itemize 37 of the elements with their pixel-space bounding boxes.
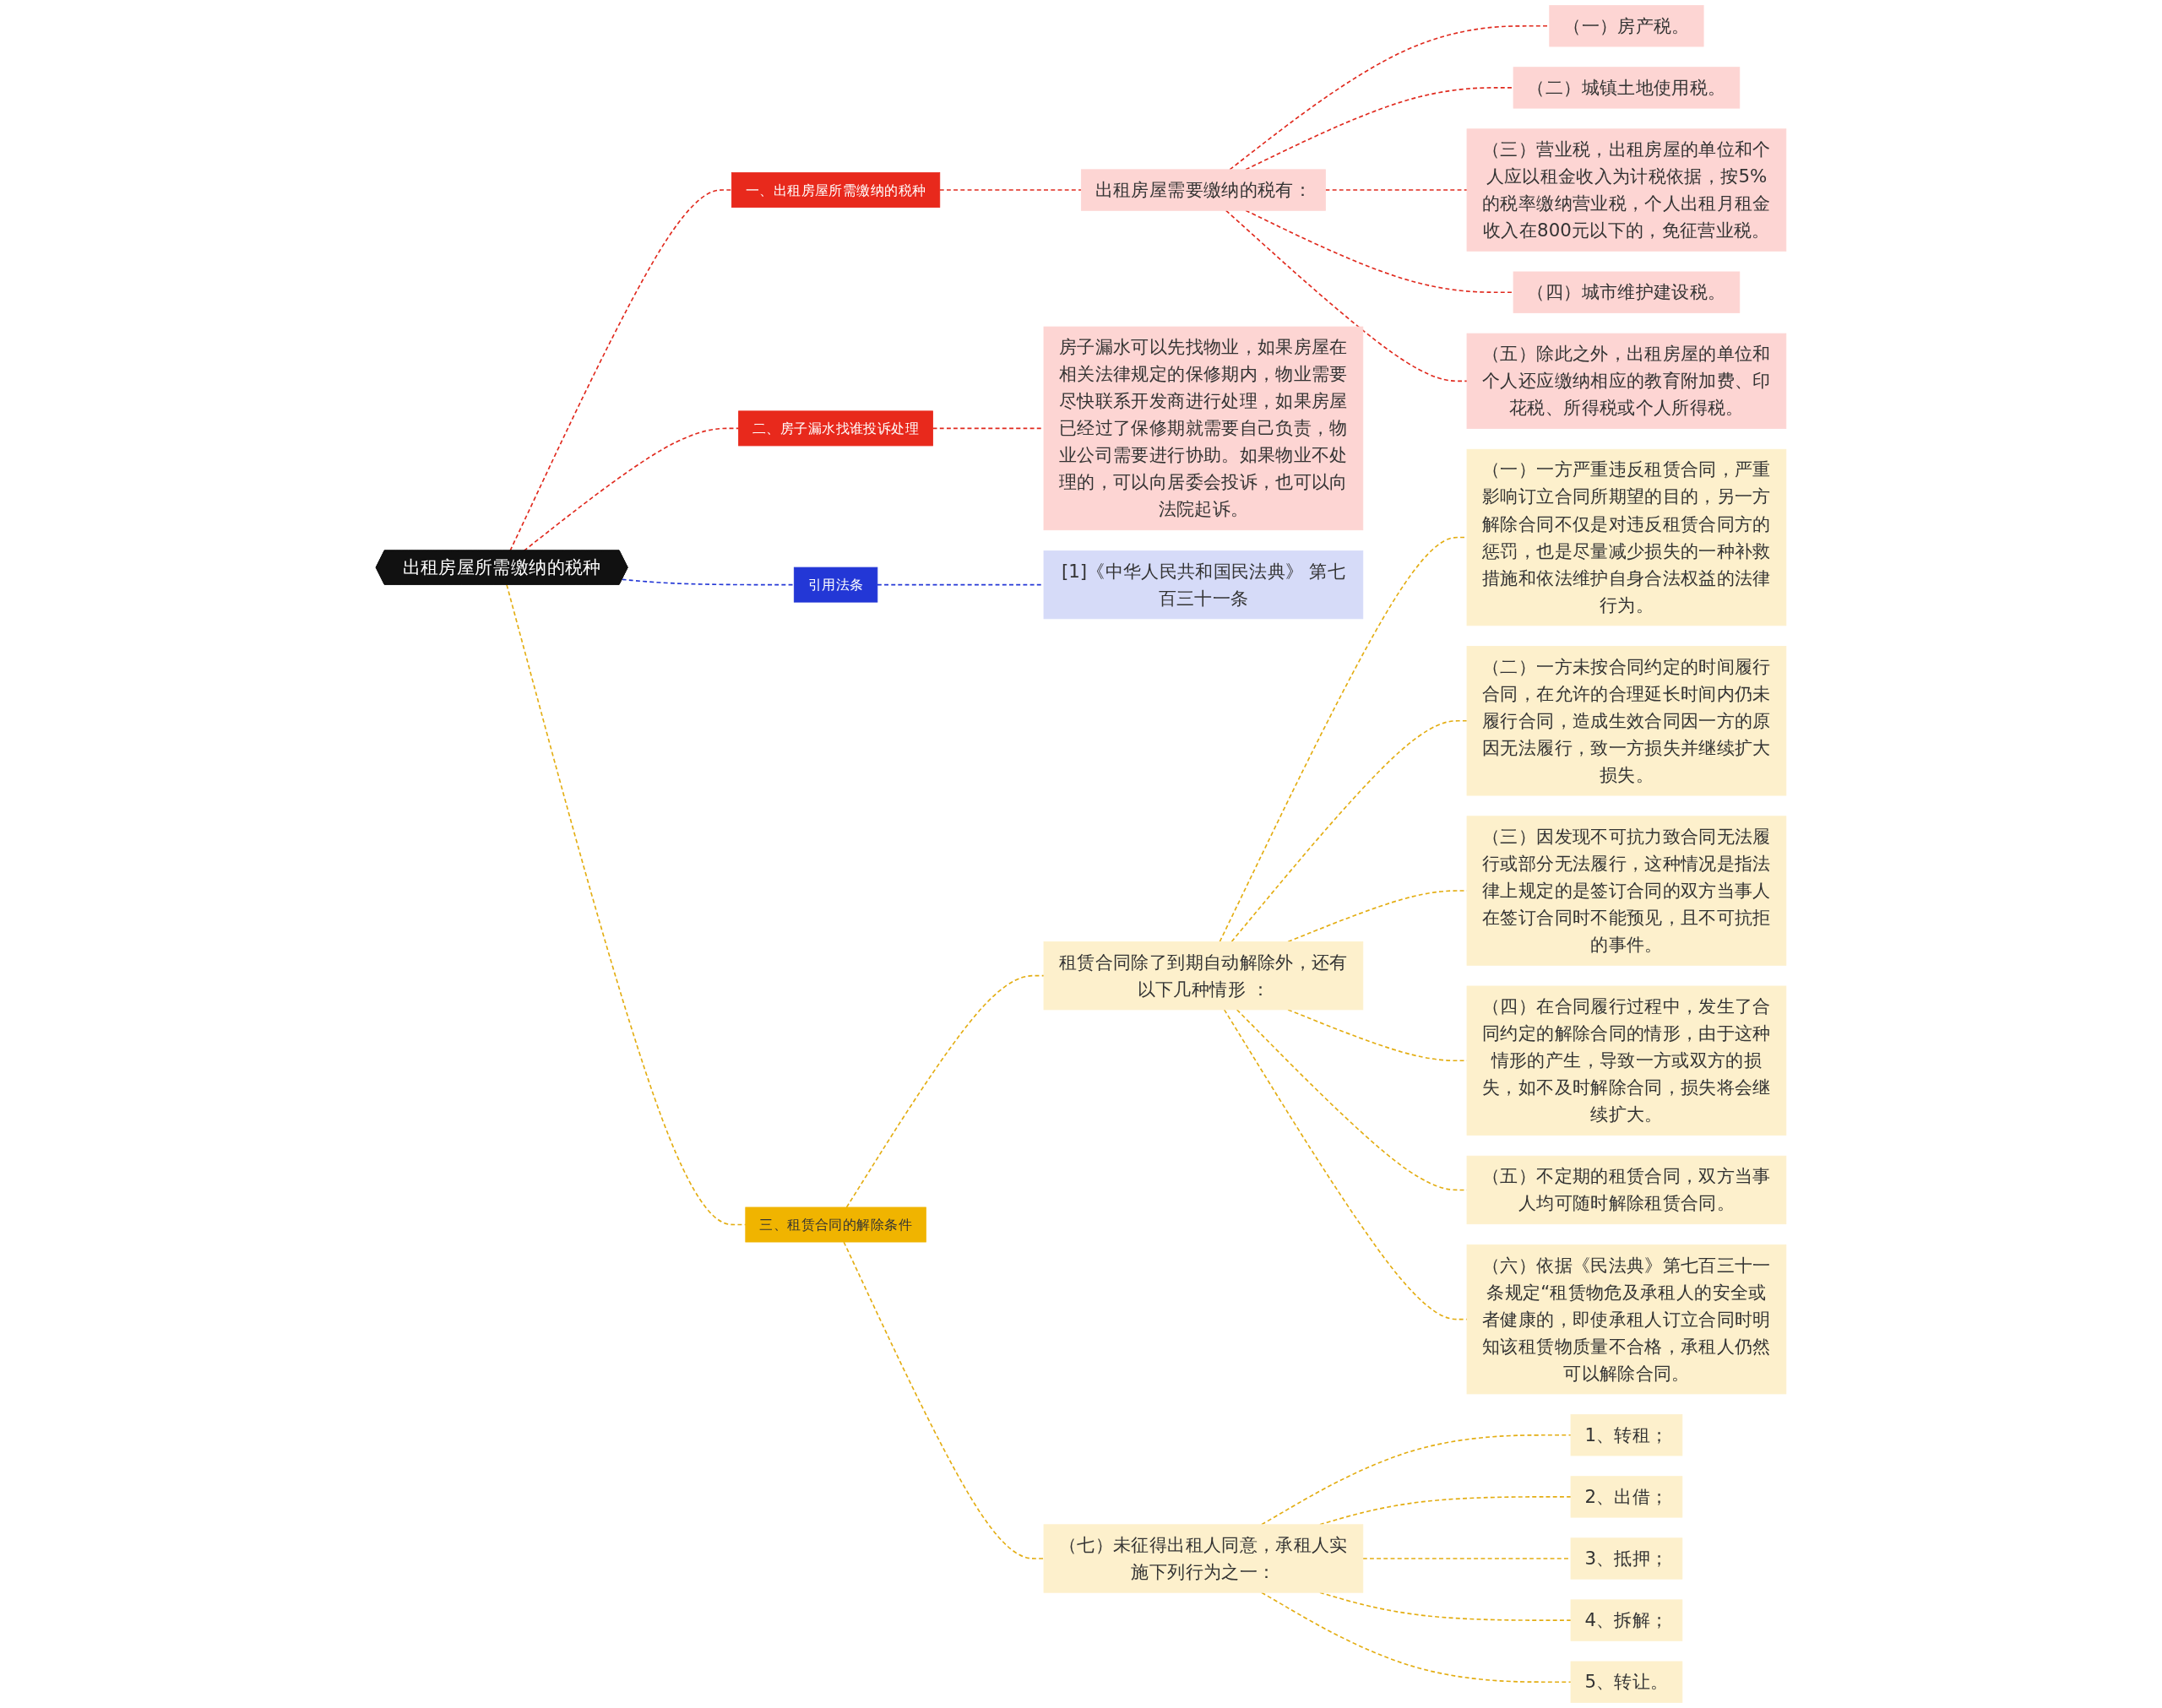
connector bbox=[845, 974, 1045, 1208]
connector bbox=[621, 578, 796, 586]
node-box: （七）未征得出租人同意，承租人实施下列行为之一： bbox=[1043, 1524, 1364, 1593]
node-box: 5、转让。 bbox=[1570, 1661, 1683, 1703]
connector bbox=[1261, 1434, 1572, 1526]
node-box: （二）一方未按合同约定的时间履行合同，在允许的合理延长时间内仍未履行合同，造成生效合同因一方的原因无法履行，致一方损失并继续扩大损失。 bbox=[1466, 646, 1787, 796]
node-box: 三、租赁合同的解除条件 bbox=[745, 1206, 926, 1243]
node-box: [1]《中华人民共和国民法典》 第七百三十一条 bbox=[1043, 550, 1364, 620]
node-box: （三）营业税，出租房屋的单位和个人应以租金收入为计税依据，按5%的税率缴纳营业税，个人出租月租金收入在800元以下的，免征营业税。 bbox=[1466, 128, 1787, 252]
node-box: （五）不定期的租赁合同，双方当事人均可随时解除租赁合同。 bbox=[1466, 1155, 1787, 1225]
node-box: 3、抵押； bbox=[1570, 1537, 1683, 1580]
node-box: 租赁合同除了到期自动解除外，还有以下几种情形 ： bbox=[1043, 941, 1364, 1011]
connector bbox=[1245, 87, 1514, 171]
node-box: 1、转租； bbox=[1570, 1414, 1683, 1456]
node-box: （四）城市维护建设税。 bbox=[1513, 271, 1741, 313]
connector bbox=[1225, 209, 1468, 382]
node-box: 房子漏水可以先找物业，如果房屋在相关法律规定的保修期内，物业需要尽快联系开发商进行处理，如果房屋已经过了保修期就需要自己负责，物业公司需要进行协助。如果物业不处理的，可以向居委会投诉，也可以向法院起诉。 bbox=[1043, 326, 1364, 531]
connector bbox=[1324, 189, 1468, 191]
connector bbox=[938, 189, 1083, 191]
node-box: 2、出借； bbox=[1570, 1476, 1683, 1518]
connector bbox=[1245, 209, 1514, 293]
connector bbox=[1230, 719, 1468, 943]
node-box: （二）城镇土地使用税。 bbox=[1513, 67, 1741, 109]
node-box: （六）依据《民法典》第七百三十一条规定“租赁物危及承租人的安全或者健康的，即使承租人订立合同时明知该租赁物质量不合格，承租人仍然可以解除合同。 bbox=[1466, 1244, 1787, 1395]
connector bbox=[1219, 536, 1468, 943]
node-box: （一）一方严重违反租赁合同，严重影响订立合同所期望的目的，另一方解除合同不仅是对违反租赁合同方的惩罚，也是尽量减少损失的一种补救措施和依法维护自身合法权益的法律行为。 bbox=[1466, 448, 1787, 626]
node-box: （三）因发现不可抗力致合同无法履行或部分无法履行，这种情况是指法律上规定的是签订合同的双方当事人在签订合同时不能预见，且不可抗拒的事件。 bbox=[1466, 816, 1787, 966]
node-box: 二、房子漏水找谁投诉处理 bbox=[738, 410, 933, 447]
node-box: 4、拆解； bbox=[1570, 1599, 1683, 1641]
node-box: 一、出租房屋所需缴纳的税种 bbox=[731, 172, 941, 208]
node-box: （四）在合同履行过程中，发生了合同约定的解除合同的情形，由于这种情形的产生，导致一方或双方的损失，如不及时解除合同，损失将会继续扩大。 bbox=[1466, 985, 1787, 1136]
node-box: （一）房产税。 bbox=[1549, 5, 1704, 47]
connector bbox=[1261, 1591, 1572, 1683]
node-box: （五）除此之外，出租房屋的单位和个人还应缴纳相应的教育附加费、印花税、所得税或个人所得税。 bbox=[1466, 333, 1787, 429]
node-box: 引用法条 bbox=[793, 567, 878, 603]
node-box: 出租房屋需要缴纳的税有： bbox=[1080, 169, 1326, 211]
connector bbox=[843, 1241, 1045, 1559]
